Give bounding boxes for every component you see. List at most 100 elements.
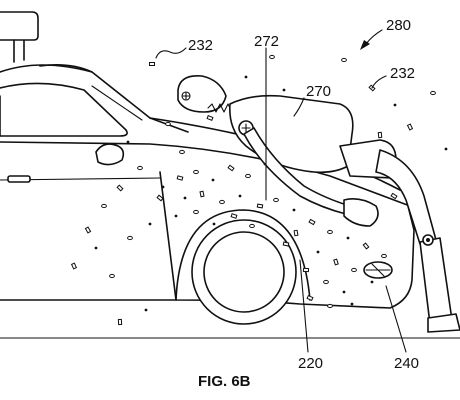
pedestrian bbox=[177, 74, 460, 333]
debris-particle bbox=[327, 303, 333, 309]
door-handle bbox=[7, 175, 31, 183]
ref-232-right: 232 bbox=[390, 65, 415, 82]
debris-particle bbox=[273, 197, 279, 203]
ref-272: 272 bbox=[254, 33, 279, 50]
arrow-280-shaft bbox=[365, 29, 383, 45]
leader-270 bbox=[293, 97, 305, 117]
roof-sensor-pod bbox=[0, 11, 39, 41]
debris-particle bbox=[323, 279, 329, 285]
debris-particle bbox=[390, 192, 398, 200]
side-mirror bbox=[95, 143, 125, 166]
debris-particle bbox=[179, 149, 185, 155]
figure-caption: FIG. 6B bbox=[198, 373, 251, 390]
ref-220: 220 bbox=[298, 355, 323, 372]
debris-particle bbox=[308, 218, 316, 226]
knee-joint-center bbox=[426, 238, 430, 242]
head-marker bbox=[181, 91, 191, 101]
wheel-arch bbox=[175, 209, 311, 301]
leader-240 bbox=[385, 285, 407, 353]
debris-particle bbox=[341, 57, 347, 63]
debris-particle bbox=[137, 165, 143, 171]
debris-particle bbox=[249, 223, 255, 229]
debris-particle bbox=[377, 131, 383, 139]
debris-particle bbox=[144, 308, 148, 312]
arrow-280-head bbox=[360, 40, 370, 50]
debris-particle bbox=[199, 190, 205, 198]
debris-particle bbox=[269, 54, 275, 60]
debris-particle bbox=[238, 194, 242, 198]
debris-particle bbox=[327, 229, 333, 235]
head-marker-cross bbox=[182, 92, 190, 100]
debris-particle bbox=[393, 103, 397, 107]
debris-particle bbox=[183, 196, 187, 200]
debris-particle bbox=[333, 258, 339, 266]
ref-280: 280 bbox=[386, 17, 411, 34]
debris-particle bbox=[206, 115, 214, 121]
debris-particle bbox=[430, 90, 436, 96]
debris-particle bbox=[302, 267, 310, 273]
debris-particle bbox=[316, 250, 320, 254]
windshield-glass-edge bbox=[91, 85, 143, 121]
debris-particle bbox=[219, 199, 225, 205]
debris-particle bbox=[176, 175, 184, 181]
debris-particle bbox=[230, 213, 238, 219]
side-window bbox=[0, 82, 128, 137]
ref-270: 270 bbox=[306, 83, 331, 100]
adhesive-debris-particles bbox=[70, 54, 448, 326]
debris-particle bbox=[161, 185, 165, 189]
debris-particle bbox=[126, 140, 130, 144]
debris-particle bbox=[70, 262, 78, 270]
debris-particle bbox=[116, 184, 124, 192]
debris-particle bbox=[350, 302, 354, 306]
pedestrian-head bbox=[177, 74, 227, 113]
shoulder-joint-cross bbox=[241, 123, 251, 133]
debris-particle bbox=[84, 226, 92, 234]
debris-particle bbox=[148, 222, 152, 226]
debris-particle bbox=[282, 241, 290, 247]
debris-particle bbox=[293, 229, 299, 237]
debris-particle bbox=[94, 246, 98, 250]
debris-particle bbox=[370, 280, 374, 284]
debris-particle bbox=[245, 173, 251, 179]
pedestrian-shin bbox=[419, 237, 453, 325]
vehicle-body bbox=[0, 11, 460, 339]
debris-particle bbox=[174, 214, 178, 218]
leader-220 bbox=[299, 259, 309, 353]
debris-particle bbox=[156, 194, 164, 202]
debris-particle bbox=[306, 294, 314, 302]
debris-particle bbox=[127, 235, 133, 241]
debris-particle bbox=[444, 147, 448, 151]
debris-particle bbox=[256, 203, 264, 209]
leader-lines bbox=[155, 29, 407, 353]
debris-particle bbox=[381, 253, 387, 259]
debris-particle bbox=[282, 88, 286, 92]
debris-particle bbox=[227, 164, 235, 172]
debris-particle bbox=[193, 169, 199, 175]
debris-particle bbox=[211, 178, 215, 182]
debris-particle bbox=[117, 318, 123, 326]
front-rim bbox=[203, 231, 285, 313]
debris-particle bbox=[109, 273, 115, 279]
reference-numerals: 280 232 272 270 232 220 240 bbox=[188, 17, 419, 372]
leader-232-left bbox=[155, 47, 187, 59]
debris-particle bbox=[351, 267, 357, 273]
debris-particle bbox=[346, 236, 350, 240]
leader-232-right bbox=[371, 75, 387, 89]
neck-spring bbox=[207, 103, 233, 113]
ref-232-left: 232 bbox=[188, 37, 213, 54]
fog-light-detail bbox=[365, 263, 391, 277]
debris-particle bbox=[244, 75, 248, 79]
debris-particle bbox=[362, 242, 370, 250]
pedestrian-hand bbox=[343, 198, 379, 227]
pedestrian-foot bbox=[427, 313, 460, 333]
debris-particle bbox=[101, 203, 107, 209]
debris-particle bbox=[149, 62, 155, 66]
windshield-frame bbox=[39, 64, 189, 133]
front-tire bbox=[191, 219, 297, 325]
debris-particle bbox=[212, 222, 216, 226]
debris-particle bbox=[406, 123, 414, 131]
debris-particle bbox=[193, 209, 199, 215]
debris-particle bbox=[292, 208, 296, 212]
ref-240: 240 bbox=[394, 355, 419, 372]
